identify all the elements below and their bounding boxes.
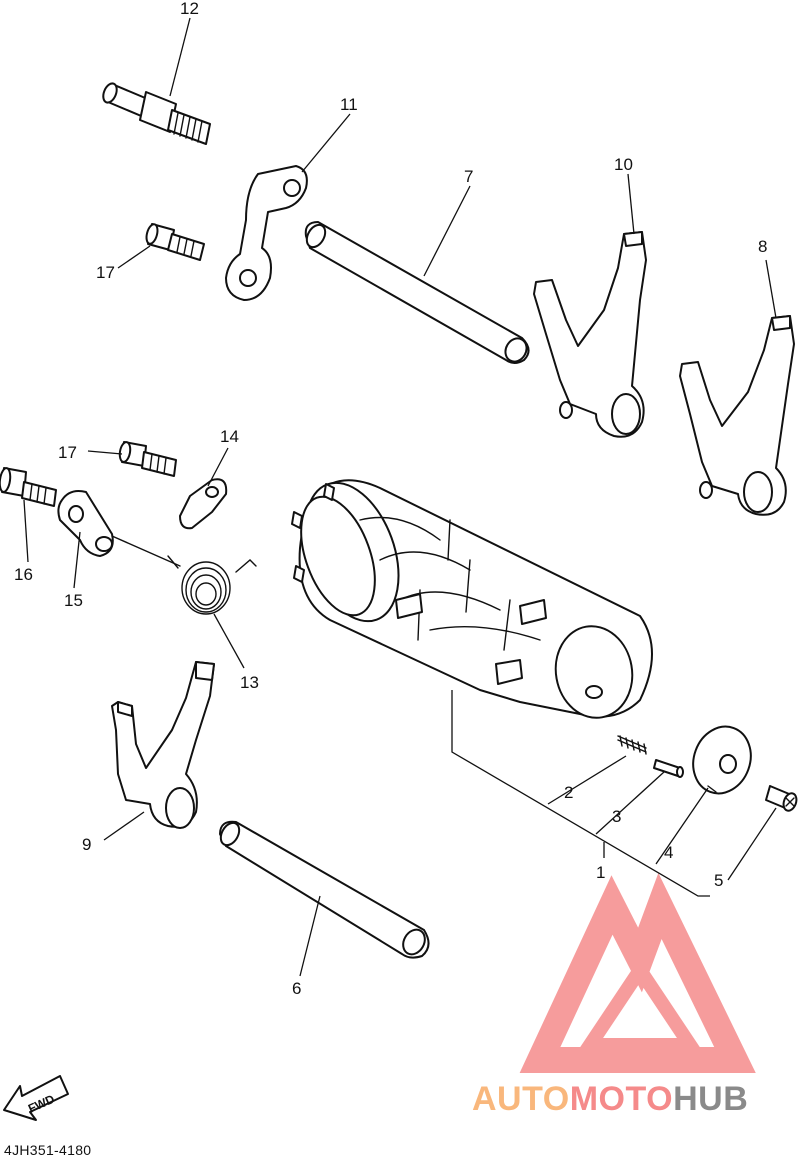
watermark-logo-inner: [576, 957, 704, 1052]
callout-15: 15: [64, 591, 83, 610]
part-9-shift-fork: [111, 661, 215, 829]
watermark-brand-moto: MOTO: [569, 1080, 674, 1118]
part-7-shaft: [304, 221, 530, 364]
part-17-bolt-lower: [118, 441, 177, 477]
callout-3: 3: [612, 807, 621, 826]
callout-13: 13: [240, 673, 259, 692]
callout-4: 4: [664, 843, 673, 862]
part-17-bolt-upper: [145, 223, 205, 261]
callout-5: 5: [714, 871, 723, 890]
diagram-code: 4JH351-4180: [4, 1142, 92, 1158]
callout-8: 8: [758, 237, 767, 256]
watermark-brand-hub: HUB: [673, 1080, 749, 1118]
part-6-shaft: [219, 820, 430, 959]
part-11-stopper-lever: [225, 165, 308, 301]
part-3-pin: [653, 759, 684, 778]
part-2-spring: [617, 735, 647, 755]
callout-9: 9: [82, 835, 91, 854]
watermark-logo-outer: [519, 872, 756, 1073]
callout-14: 14: [220, 427, 239, 446]
callout-7: 7: [464, 167, 473, 186]
watermark-brand-auto: AUTO: [472, 1080, 570, 1118]
part-4-plate: [692, 725, 752, 795]
callout-10: 10: [614, 155, 633, 174]
part-15-plate: [57, 490, 114, 557]
callout-2: 2: [564, 783, 573, 802]
callout-12: 12: [180, 0, 199, 18]
callout-17-upper: 17: [96, 263, 115, 282]
callout-6: 6: [292, 979, 301, 998]
part-5-screw: [765, 785, 798, 812]
part-16-bolt: [0, 467, 57, 507]
callout-11: 11: [340, 95, 358, 114]
callout-17-lower: 17: [58, 443, 77, 462]
callout-1: 1: [596, 863, 605, 882]
part-8-shift-fork: [679, 315, 795, 516]
part-14-plate: [179, 478, 228, 530]
part-12-stud-bolt: [102, 82, 211, 145]
part-1-shift-drum: [291, 479, 653, 719]
watermark-brand: AUTOMOTOHUB: [472, 1080, 748, 1119]
part-13-spring: [111, 535, 257, 615]
callouts: 1 2 3 4 5 6 7 8 9 10 11 12 13 14 15 16 1…: [14, 0, 767, 998]
fwd-arrow-icon: FWD: [3, 1075, 69, 1121]
part-10-shift-fork: [533, 231, 647, 438]
leader-lines: [23, 17, 777, 977]
callout-16: 16: [14, 565, 33, 584]
watermark-logo: [519, 872, 756, 1073]
